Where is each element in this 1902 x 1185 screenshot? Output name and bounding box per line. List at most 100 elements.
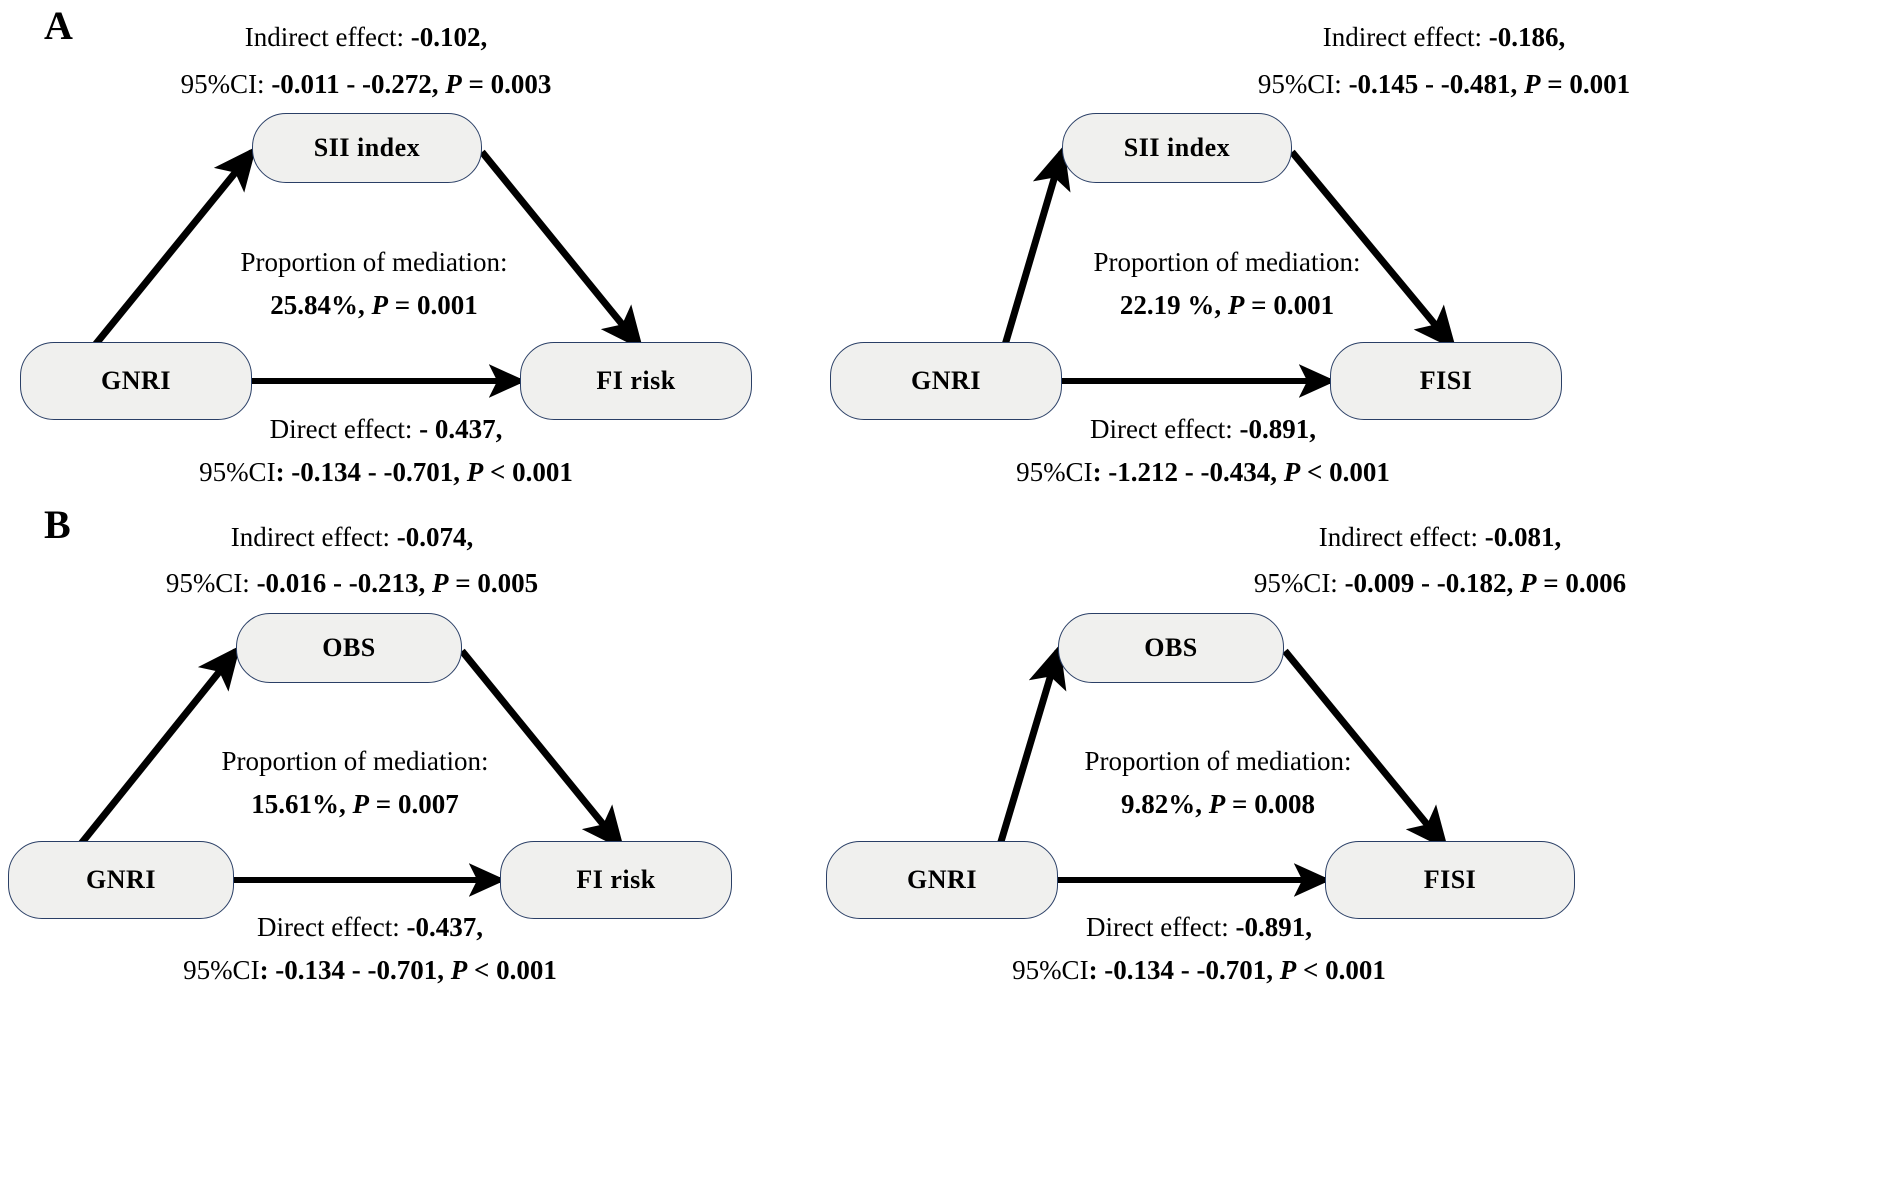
indirect-ci-value: -0.009 - -0.182,	[1344, 568, 1521, 598]
node-outcome-a-left[interactable]: FI risk	[520, 342, 752, 420]
proportion-label-a-left: Proportion of mediation:	[240, 247, 508, 277]
direct-ci-label: 95%CI	[1012, 955, 1089, 985]
indirect-effect-value: -0.186,	[1488, 22, 1566, 52]
direct-p-symbol: P	[450, 955, 468, 985]
indirect-effect-value: -0.074,	[396, 522, 474, 552]
proportion-value-line-a-left: 25.84%, P = 0.001	[270, 290, 477, 321]
node-outcome-a-right[interactable]: FISI	[1330, 342, 1562, 420]
node-mediator-label: OBS	[322, 633, 376, 662]
node-predictor-label: GNRI	[101, 366, 171, 395]
direct-effect-value: -0.891,	[1235, 912, 1312, 942]
indirect-p-value: = 0.005	[448, 568, 539, 598]
node-mediator-label: SII index	[313, 133, 421, 162]
indirect-effect-label: Indirect effect:	[230, 522, 397, 552]
proportion-value: 22.19 %,	[1119, 290, 1228, 320]
proportion-p-value: = 0.008	[1225, 789, 1315, 819]
direct-effect-label: Direct effect:	[257, 912, 407, 942]
proportion-p-symbol: P	[352, 789, 370, 819]
arrow-gnri-to-obs-b-right	[996, 644, 1067, 847]
indirect-p-symbol: P	[1524, 69, 1541, 99]
indirect-effect-label: Indirect effect:	[1318, 522, 1485, 552]
direct-ci-label: 95%CI	[199, 457, 276, 487]
indirect-effect-line-a-left: Indirect effect: -0.102,	[245, 22, 487, 53]
direct-ci-value: : -1.212 - -0.434,	[1092, 457, 1284, 487]
indirect-ci-line-a-right: 95%CI: -0.145 - -0.481, P = 0.001	[1258, 69, 1630, 100]
node-mediator-a-right[interactable]: SII index	[1062, 113, 1292, 183]
indirect-p-value: = 0.001	[1540, 69, 1631, 99]
node-predictor-label: GNRI	[907, 865, 977, 894]
direct-effect-label: Direct effect:	[1090, 414, 1240, 444]
proportion-label-b-right: Proportion of mediation:	[1084, 746, 1352, 776]
direct-p-symbol: P	[466, 457, 484, 487]
node-predictor-a-left[interactable]: GNRI	[20, 342, 252, 420]
proportion-value: 15.61%,	[251, 789, 353, 819]
node-outcome-b-right[interactable]: FISI	[1325, 841, 1575, 919]
indirect-ci-value: -0.145 - -0.481,	[1348, 69, 1525, 99]
direct-ci-line-b-left: 95%CI: -0.134 - -0.701, P < 0.001	[183, 955, 557, 986]
indirect-effect-line-b-right: Indirect effect: -0.081,	[1319, 522, 1561, 553]
indirect-ci-label: 95%CI:	[165, 568, 257, 598]
direct-p-value: < 0.001	[1300, 457, 1390, 487]
node-predictor-a-right[interactable]: GNRI	[830, 342, 1062, 420]
direct-p-symbol: P	[1279, 955, 1297, 985]
direct-ci-value: : -0.134 - -0.701,	[259, 955, 451, 985]
proportion-p-symbol: P	[371, 290, 389, 320]
node-outcome-label: FI risk	[596, 366, 676, 395]
direct-p-symbol: P	[1283, 457, 1301, 487]
arrow-gnri-to-obs-b-left	[77, 645, 241, 848]
direct-ci-line-a-left: 95%CI: -0.134 - -0.701, P < 0.001	[199, 457, 573, 488]
node-predictor-b-left[interactable]: GNRI	[8, 841, 234, 919]
proportion-p-value: = 0.001	[1244, 290, 1335, 320]
node-outcome-b-left[interactable]: FI risk	[500, 841, 732, 919]
direct-effect-line-b-right: Direct effect: -0.891,	[1086, 912, 1312, 943]
indirect-p-symbol: P	[445, 69, 462, 99]
indirect-ci-line-b-left: 95%CI: -0.016 - -0.213, P = 0.005	[166, 568, 538, 599]
direct-ci-label: 95%CI	[183, 955, 260, 985]
proportion-p-symbol: P	[1208, 789, 1226, 819]
proportion-value-line-b-right: 9.82%, P = 0.008	[1121, 789, 1315, 820]
panel-letter-a: A	[44, 3, 73, 48]
node-predictor-label: GNRI	[911, 366, 981, 395]
indirect-ci-label: 95%CI:	[1257, 69, 1349, 99]
node-predictor-b-right[interactable]: GNRI	[826, 841, 1058, 919]
direct-effect-label: Direct effect:	[1086, 912, 1236, 942]
proportion-value-line-a-right: 22.19 %, P = 0.001	[1120, 290, 1334, 321]
node-predictor-label: GNRI	[86, 865, 156, 894]
indirect-ci-line-a-left: 95%CI: -0.011 - -0.272, P = 0.003	[181, 69, 552, 100]
indirect-ci-label: 95%CI:	[180, 69, 272, 99]
direct-effect-value: - 0.437,	[419, 414, 503, 444]
proportion-label-a-right: Proportion of mediation:	[1093, 247, 1361, 277]
indirect-ci-line-b-right: 95%CI: -0.009 - -0.182, P = 0.006	[1254, 568, 1626, 599]
proportion-p-symbol: P	[1227, 290, 1245, 320]
arrow-gnri-to-sii-a-left	[92, 146, 257, 348]
direct-ci-value: : -0.134 - -0.701,	[1088, 955, 1280, 985]
direct-effect-line-b-left: Direct effect: -0.437,	[257, 912, 483, 943]
direct-ci-line-a-right: 95%CI: -1.212 - -0.434, P < 0.001	[1016, 457, 1390, 488]
proportion-value: 9.82%,	[1121, 789, 1209, 819]
proportion-p-value: = 0.007	[369, 789, 459, 819]
direct-ci-value: : -0.134 - -0.701,	[275, 457, 467, 487]
indirect-p-symbol: P	[432, 568, 449, 598]
indirect-effect-value: -0.081,	[1484, 522, 1562, 552]
direct-ci-label: 95%CI	[1016, 457, 1093, 487]
proportion-value-line-b-left: 15.61%, P = 0.007	[251, 789, 458, 820]
node-mediator-label: OBS	[1144, 633, 1198, 662]
indirect-effect-label: Indirect effect:	[244, 22, 411, 52]
direct-p-value: < 0.001	[1296, 955, 1386, 985]
node-mediator-label: SII index	[1123, 133, 1231, 162]
direct-effect-line-a-left: Direct effect: - 0.437,	[270, 414, 503, 445]
indirect-effect-line-a-right: Indirect effect: -0.186,	[1323, 22, 1565, 53]
node-mediator-a-left[interactable]: SII index	[252, 113, 482, 183]
proportion-value: 25.84%,	[270, 290, 372, 320]
direct-ci-line-b-right: 95%CI: -0.134 - -0.701, P < 0.001	[1012, 955, 1386, 986]
direct-effect-line-a-right: Direct effect: -0.891,	[1090, 414, 1316, 445]
node-mediator-b-left[interactable]: OBS	[236, 613, 462, 683]
node-mediator-b-right[interactable]: OBS	[1058, 613, 1284, 683]
panel-letter-b: B	[44, 502, 71, 547]
direct-p-value: < 0.001	[483, 457, 573, 487]
node-outcome-label: FISI	[1419, 366, 1473, 395]
node-outcome-label: FISI	[1423, 865, 1477, 894]
indirect-effect-line-b-left: Indirect effect: -0.074,	[231, 522, 473, 553]
indirect-p-symbol: P	[1520, 568, 1537, 598]
